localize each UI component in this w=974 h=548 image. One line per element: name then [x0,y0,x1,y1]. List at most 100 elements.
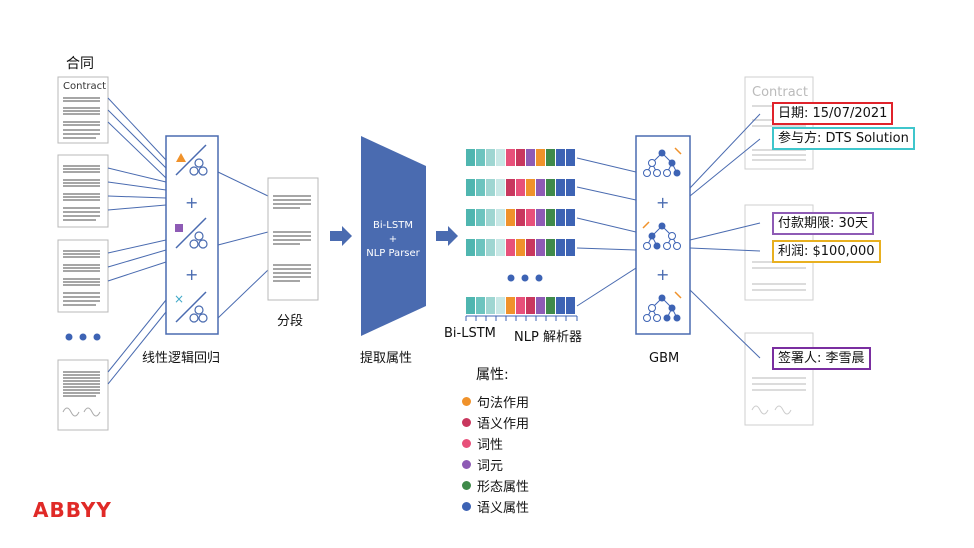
legend-label: 语义属性 [477,501,530,516]
field-signer: 签署人: 李雪晨 [772,347,871,370]
attribute-token-cell [526,297,535,314]
attribute-token-cell [536,239,545,256]
legend-label: 语义作用 [477,417,530,432]
legend-dot-icon [462,460,471,469]
linear-regression-box: + + × [165,135,219,335]
attribute-token-cell [526,149,535,166]
legend-label: 词元 [477,459,504,474]
bilstm-caption: Bi-LSTM [444,326,496,341]
attribute-token-cell [526,239,535,256]
bilstm-token-cell [476,239,485,256]
attribute-token-cell [516,209,525,226]
bilstm-token-cell [486,179,495,196]
bilstm-token-cell [476,179,485,196]
legend-dot-icon [462,502,471,511]
contract-doc-3 [57,239,109,313]
attribute-token-cell [536,297,545,314]
attribute-token-cell [566,297,575,314]
segment-label: 分段 [277,314,304,329]
attribute-token-cell [506,297,515,314]
field-party: 参与方: DTS Solution [772,127,915,150]
bilstm-token-cell [466,209,475,226]
legend-dot-icon [462,397,471,406]
bilstm-nlp-parser-block [361,136,426,336]
ellipsis-dots-middle [507,274,543,282]
attribute-token-cell [566,239,575,256]
attribute-token-cell [526,209,535,226]
bilstm-block-plus: + [389,234,397,245]
bilstm-token-cell [466,297,475,314]
contract-doc-1: Contract [57,76,109,144]
abbyy-logo: ABBYY [33,498,112,522]
bilstm-token-cell [486,239,495,256]
bilstm-token-cell [486,297,495,314]
legend-item-syntactic-role: 句法作用 [462,392,529,411]
decision-tree-icon [643,291,682,322]
gbm-label: GBM [649,351,680,366]
token-bracket [465,315,578,321]
segmented-doc [267,177,319,301]
legend-item-semantic-role: 语义作用 [462,413,529,432]
contract-doc-2 [57,154,109,228]
attribute-token-cell [566,179,575,196]
bilstm-token-cell [496,297,505,314]
bilstm-token-cell [486,209,495,226]
attributes-title: 属性: [476,367,509,383]
attribute-token-cell [506,209,515,226]
bilstm-token-cell [496,179,505,196]
connectors-gbm-to-fields [689,113,761,359]
legend-item-morphological: 形态属性 [462,476,529,495]
nlp-parser-caption: NLP 解析器 [514,330,582,345]
attribute-token-cell [516,297,525,314]
bilstm-token-cell [496,149,505,166]
attribute-token-cell [506,179,515,196]
decision-tree-icon [643,147,682,177]
attribute-token-cell [556,239,565,256]
nlp-parser-block-label: NLP Parser [366,248,420,259]
legend-item-semantic-attr: 语义属性 [462,497,529,516]
connectors-tokens-to-gbm [576,157,637,307]
contract-doc-4 [57,359,109,431]
bilstm-token-cell [476,209,485,226]
connectors-docs-to-regression [107,97,167,385]
attribute-token-cell [516,179,525,196]
contract-label: 合同 [66,56,94,72]
gbm-box: + + [635,135,691,335]
output-doc-title: Contract [752,85,808,100]
contract-doc-title: Contract [63,81,106,92]
legend-dot-icon [462,481,471,490]
extract-attributes-label: 提取属性 [360,351,413,366]
connectors-regression-to-segment [217,171,269,319]
attribute-token-cell [566,209,575,226]
decision-tree-icon [642,221,681,250]
bilstm-token-cell [466,149,475,166]
attribute-token-cell [536,149,545,166]
bilstm-token-cell [466,239,475,256]
legend-item-lemma: 词元 [462,455,503,474]
attribute-token-cell [546,297,555,314]
attribute-token-cell [506,239,515,256]
attribute-token-cell [536,209,545,226]
ellipsis-dots-left [65,333,101,341]
arrow-right-icon [330,226,352,246]
feature-token-rows [466,149,575,314]
field-payment-term: 付款期限: 30天 [772,212,875,235]
linear-regression-label: 线性逻辑回归 [142,351,221,366]
attribute-token-cell [546,149,555,166]
attribute-token-cell [546,239,555,256]
attribute-token-cell [556,209,565,226]
attribute-token-cell [546,209,555,226]
bilstm-token-cell [486,149,495,166]
attribute-token-cell [546,179,555,196]
bilstm-block-label: Bi-LSTM [373,220,413,231]
svg-text:+: + [185,193,198,212]
legend-label: 形态属性 [477,480,530,495]
attribute-token-cell [526,179,535,196]
field-profit: 利润: $100,000 [772,240,881,263]
attribute-token-cell [506,149,515,166]
field-date: 日期: 15/07/2021 [772,102,894,125]
bilstm-token-cell [476,297,485,314]
bilstm-token-cell [496,209,505,226]
svg-text:+: + [656,193,669,212]
